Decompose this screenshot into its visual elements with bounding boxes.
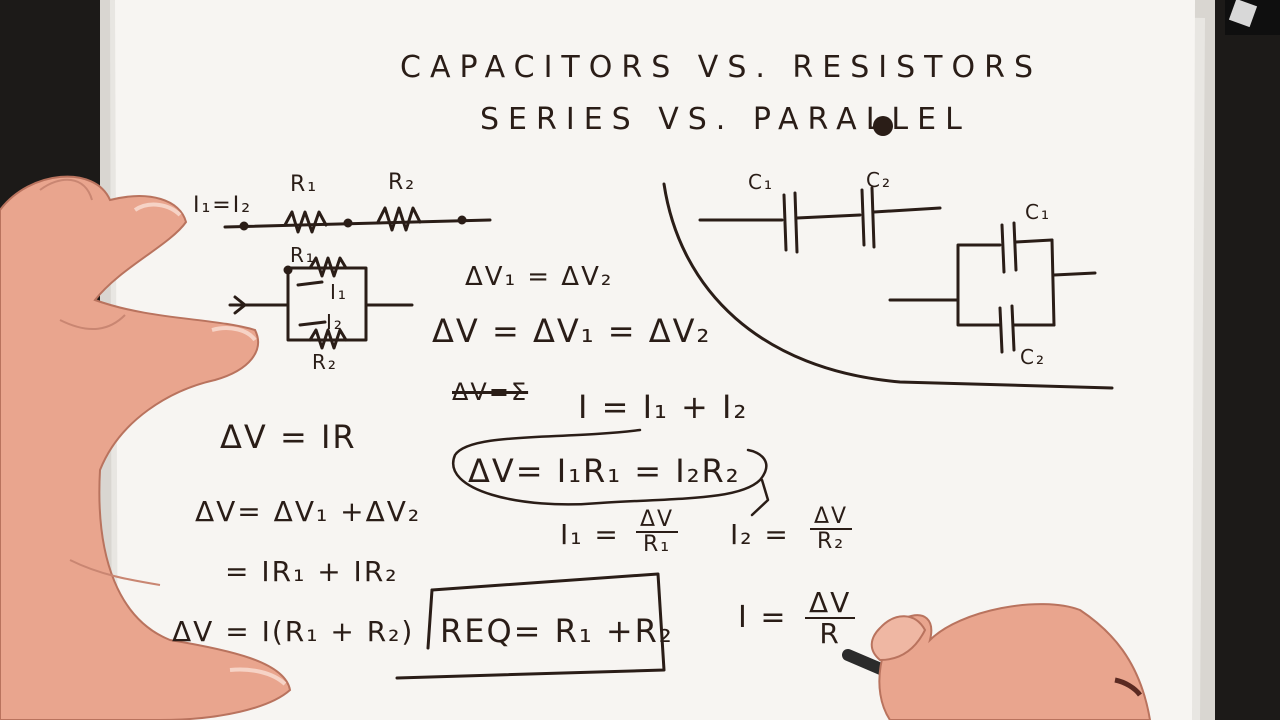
cap-parallel-c2-label: C₂ (1020, 345, 1046, 369)
section-divider (662, 182, 1114, 390)
parallel-resistor-diagram (228, 256, 414, 350)
series-resistor-diagram (223, 206, 492, 234)
series-current-label: I₁=I₂ (193, 193, 253, 218)
i2-numerator: ΔV (810, 505, 853, 531)
req-eq: REQ= R₁ +R₂ (440, 612, 674, 650)
dv-equal-eq: ΔV₁ = ΔV₂ (465, 262, 614, 292)
series-r2-label: R₂ (388, 170, 417, 195)
capacitor-series-diagram (698, 186, 942, 254)
branch-equation-loop (451, 428, 768, 506)
parallel-r2-label: R₂ (312, 350, 338, 374)
cap-series-c1-label: C₁ (748, 170, 774, 194)
cap-series-c2-label: C₂ (866, 168, 892, 192)
i1-lhs: I₁ = (560, 518, 620, 551)
current-sum-eq: I = I₁ + I₂ (578, 388, 749, 426)
ohm-law-eq: ΔV = IR (220, 418, 357, 456)
struck-out-eq: ΔV=Σ (452, 378, 529, 406)
branch-eq: ΔV= I₁R₁ = I₂R₂ (468, 452, 741, 490)
i-lhs: I = (738, 600, 788, 635)
dv-total-eq: ΔV = ΔV₁ = ΔV₂ (432, 312, 712, 350)
series-expand-eq: = IR₁ + IR₂ (225, 555, 399, 588)
ink-dot (873, 116, 893, 136)
i-denominator: R (819, 617, 841, 651)
series-r1-label: R₁ (290, 172, 319, 197)
i2-lhs: I₂ = (730, 518, 790, 551)
i-numerator: ΔV (805, 588, 856, 620)
series-factor-eq: ΔV = I(R₁ + R₂) (172, 615, 415, 648)
parallel-i2-label: I₂ (326, 310, 344, 334)
parallel-r1-label: R₁ (290, 243, 316, 267)
right-hand (842, 603, 1152, 720)
title-line-1: CAPACITORS VS. RESISTORS (400, 50, 1042, 85)
parallel-i1-label: I₁ (330, 280, 348, 304)
req-box (395, 572, 666, 680)
i2-denominator: R₂ (817, 529, 846, 555)
title-line-2: SERIES VS. PARALLEL (480, 102, 971, 137)
i1-numerator: ΔV (636, 508, 679, 534)
paper-sheet (115, 0, 1195, 720)
cap-parallel-c1-label: C₁ (1025, 200, 1051, 224)
series-sum-eq: ΔV= ΔV₁ +ΔV₂ (195, 495, 422, 528)
i1-denominator: R₁ (643, 532, 672, 558)
desk-object-highlight (1228, 0, 1258, 28)
left-hand (0, 175, 292, 720)
capacitor-parallel-diagram (888, 221, 1097, 354)
